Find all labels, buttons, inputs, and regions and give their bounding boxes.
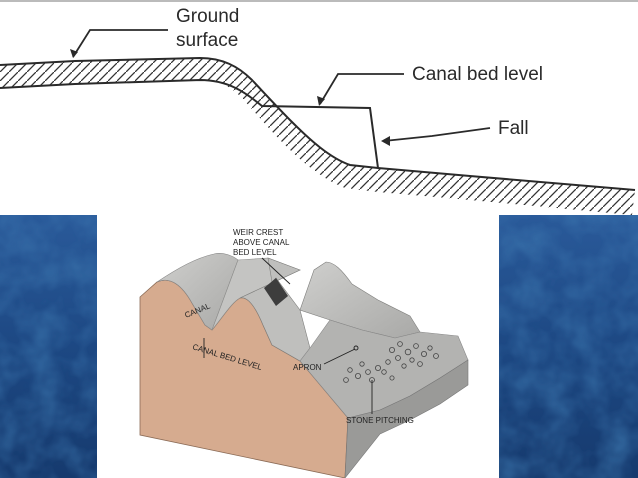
- weir-crest-label-line1: WEIR CREST: [233, 228, 283, 237]
- apron-label: APRON: [293, 363, 322, 372]
- fall-label: Fall: [498, 118, 529, 139]
- fall-arrowhead: [381, 136, 390, 146]
- stone-pitching: [343, 341, 439, 383]
- canal-fall-profile-diagram: Ground surface Canal bed level Fall: [0, 0, 638, 215]
- fall-leader: [383, 127, 491, 142]
- weir-crest-label-line3: BED LEVEL: [233, 248, 277, 257]
- apron-leader: [323, 348, 356, 365]
- canal-bed-level-label: Canal bed level: [412, 64, 543, 85]
- ground-surface-arrowhead: [70, 49, 78, 58]
- ground-surface-label-line2: surface: [176, 30, 238, 51]
- canal-bank-left: [156, 253, 239, 331]
- ground-surface-line: [0, 56, 636, 191]
- illustration-right-face: [344, 359, 469, 478]
- stone-pitching-label: STONE PITCHING: [346, 416, 414, 425]
- canal-bed-level-leader: [319, 73, 404, 105]
- weir-crest-leader: [261, 257, 291, 285]
- ground-surface-leader: [72, 29, 168, 58]
- canal-bed-line: [0, 78, 379, 169]
- canal-bed-level-arrowhead: [317, 96, 325, 106]
- weir-crest-left: [264, 278, 288, 306]
- weir-crest-label-line2: ABOVE CANAL: [233, 238, 290, 247]
- apron-leader-dot: [353, 345, 359, 351]
- weir-3d-illustration: WEIR CREST ABOVE CANAL BED LEVEL CANAL C…: [139, 228, 469, 478]
- ground-hatching: [0, 58, 635, 215]
- ground-surface-label-line1: Ground: [176, 6, 239, 27]
